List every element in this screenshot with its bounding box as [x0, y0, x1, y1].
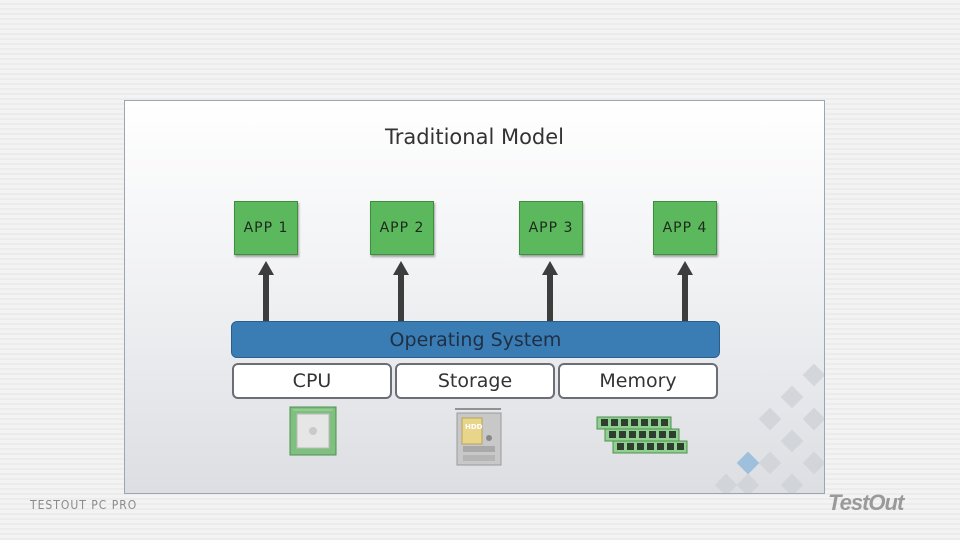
footer-course-label: TESTOUT PC PRO	[30, 498, 138, 512]
arrow-up-icon	[393, 261, 409, 321]
diagram-title: Traditional Model	[384, 125, 565, 149]
cpu-chip-icon	[289, 406, 337, 456]
hardware-storage-box: Storage	[395, 363, 555, 399]
hdd-icon	[455, 408, 502, 466]
ram-modules-icon	[596, 416, 688, 454]
app-box-3: APP 3	[519, 201, 583, 255]
operating-system-layer: Operating System	[231, 321, 720, 358]
hardware-memory-box: Memory	[558, 363, 718, 399]
app-box-1: APP 1	[234, 201, 298, 255]
arrow-up-icon	[542, 261, 558, 321]
arrow-up-icon	[258, 261, 274, 321]
hdd-badge: HDD	[465, 423, 483, 431]
testout-logo: TestOut	[828, 490, 904, 515]
hardware-cpu-box: CPU	[232, 363, 392, 399]
arrow-up-icon	[677, 261, 693, 321]
app-box-4: APP 4	[653, 201, 717, 255]
diamond-pattern-decoration	[714, 363, 824, 493]
app-box-2: APP 2	[370, 201, 434, 255]
diagram-frame: Traditional Model APP 1 APP 2 APP 3 APP …	[124, 100, 825, 494]
